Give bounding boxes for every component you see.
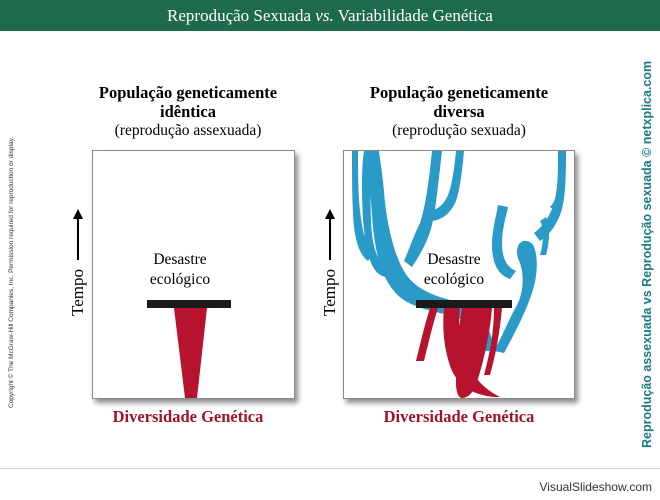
left-title-line2: idêntica [160, 102, 216, 121]
right-time-arrow-shaft [329, 217, 331, 260]
left-panel-subtitle: (reprodução assexuada) [114, 122, 262, 139]
right-panel-title: População geneticamente diversa [349, 83, 569, 121]
blue-branch-d [404, 151, 442, 267]
left-disaster-line1: Desastre [153, 251, 207, 268]
left-time-arrow-shaft [77, 217, 79, 260]
left-time-arrow-head [73, 209, 83, 219]
blue-branch-i [550, 179, 564, 211]
header-title-part2: Variabilidade Genética [333, 6, 493, 25]
header-title-vs: vs. [315, 6, 334, 25]
blue-branch-e [428, 151, 464, 221]
right-disaster-label: Desastre ecológico [394, 250, 514, 290]
right-disaster-bar [416, 300, 512, 308]
side-caption: Reprodução assexuada vs Reprodução sexua… [640, 60, 654, 448]
left-lineage-diagram [147, 300, 231, 398]
crimson-lineages [416, 308, 502, 398]
right-disaster-line2: ecológico [423, 271, 485, 288]
crimson-branch-main [456, 308, 492, 398]
blue-branch-f [494, 240, 537, 353]
crimson-branch-right [484, 308, 502, 375]
right-diagram-frame [343, 150, 575, 399]
right-time-arrow-head [325, 209, 335, 219]
left-disaster-line2: ecológico [149, 271, 211, 288]
watermark: VisualSlideshow.com [539, 480, 652, 494]
crimson-branch-left [416, 308, 438, 361]
left-diagram-frame [92, 150, 295, 399]
right-title-line2: diversa [433, 102, 485, 121]
blue-branch-h [534, 151, 566, 241]
header-title-part1: Reprodução Sexuada [167, 6, 316, 25]
right-title-line1: População geneticamente [369, 83, 549, 102]
left-disaster-label: Desastre ecológico [120, 250, 240, 290]
right-disaster-line1: Desastre [427, 251, 481, 268]
left-panel-title: População geneticamente idêntica [78, 83, 298, 121]
blue-branch-b [362, 151, 396, 278]
blue-branch-j [540, 217, 549, 255]
right-panel-subtitle: (reprodução sexuada) [392, 122, 526, 139]
slide-header: Reprodução Sexuada vs. Variabilidade Gen… [0, 0, 660, 31]
left-disaster-bar [147, 300, 231, 308]
right-lineage-diagram [352, 151, 566, 398]
copyright-notice: Copyright © The McGraw-Hill Companies, I… [8, 136, 15, 408]
right-diversity-label: Diversidade Genética [383, 407, 535, 426]
left-lineage-wedge [174, 308, 207, 398]
blue-branch-g [492, 205, 516, 279]
right-axis-label: Tempo [320, 269, 339, 316]
left-diversity-label: Diversidade Genética [112, 407, 264, 426]
left-axis-label: Tempo [68, 269, 87, 316]
left-title-line1: População geneticamente [98, 83, 278, 102]
footer-divider [0, 468, 660, 469]
blue-branch-c [352, 151, 374, 261]
